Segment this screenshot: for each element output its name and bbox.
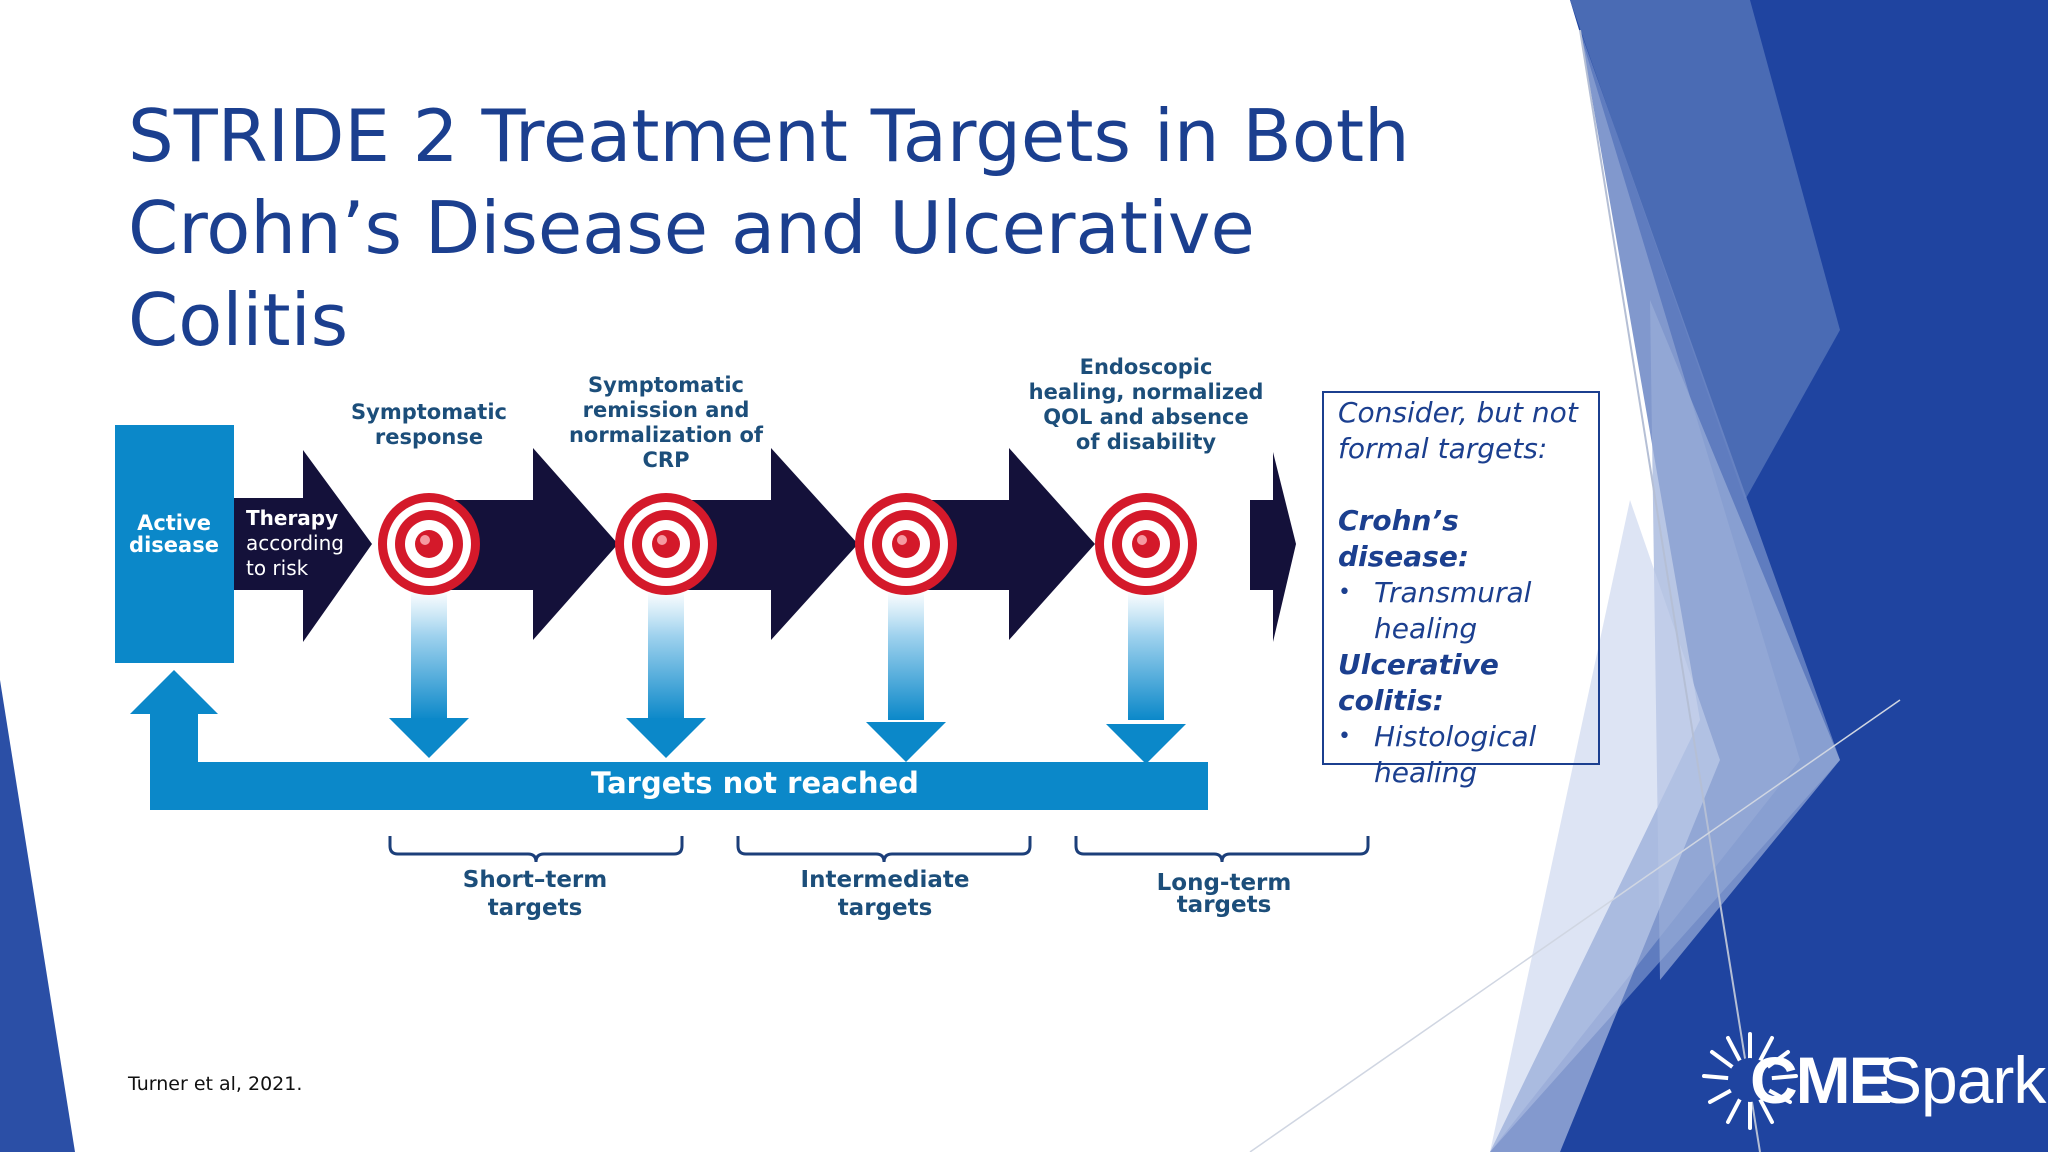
chevron-3 (672, 448, 858, 640)
target-label-symptomatic-remission: Symptomatic remission and normalization … (556, 373, 776, 473)
left-corner-accent (0, 680, 75, 1152)
chevron-2 (432, 448, 618, 640)
target-icon (378, 493, 480, 595)
therapy-line: Therapy (246, 506, 339, 530)
group-label-intermediate: Intermediate targets (755, 866, 1015, 922)
list-item-line: Histological (1374, 720, 1537, 753)
group-label-line: targets (1176, 892, 1272, 918)
target-label-line: Endoscopic (1079, 355, 1213, 379)
group-label-line: Long-term (1156, 870, 1292, 896)
feedback-riser (150, 712, 198, 810)
group-label-line: targets (487, 895, 583, 921)
group-label-line: Short–term (462, 867, 608, 893)
chevron-4 (912, 448, 1095, 640)
target-label-line: of disability (1075, 430, 1217, 454)
sunburst-icon (1702, 1032, 1798, 1130)
active-disease-line: Active (137, 511, 211, 535)
target-label-line: Symptomatic (351, 400, 507, 424)
target-label-symptomatic-response: Symptomatic response (334, 400, 524, 450)
brace-long-term (1074, 836, 1370, 863)
right-panel-faint (1490, 500, 1720, 1152)
active-disease-box (115, 425, 234, 663)
title-line-1: STRIDE 2 Treatment Targets in Both (128, 94, 1410, 178)
down-arrow (1106, 590, 1186, 764)
brace-intermediate (736, 836, 1032, 863)
target-label-line: Symptomatic (588, 373, 744, 397)
consider-intro: Consider, but not formal targets: (1338, 395, 1584, 467)
target-label-line: CRP (642, 448, 690, 472)
feedback-bar (150, 762, 1208, 810)
brace-short-term (388, 836, 684, 863)
target-label-line: response (374, 425, 484, 449)
therapy-line: to risk (246, 556, 309, 580)
decor-line (1579, 29, 1761, 1152)
down-arrow (626, 590, 706, 758)
group-label-line: targets (837, 895, 933, 921)
group-label-short-term: Short–term targets (405, 866, 665, 922)
section-heading-crohns: Crohn’s disease: (1338, 504, 1470, 573)
feedback-arrowhead-up (130, 670, 218, 714)
slide-title: STRIDE 2 Treatment Targets in Both Crohn… (128, 90, 1468, 366)
cmespark-logo: CME Spark (1700, 1030, 2046, 1130)
active-disease-label: Active disease (116, 512, 232, 556)
therapy-label: Therapy according to risk (246, 506, 344, 581)
consider-intro-line: Consider, but not (1338, 396, 1578, 429)
group-label-long-term: Long-term targets (1094, 870, 1354, 918)
target-label-line: normalization of (568, 423, 764, 447)
section-heading-uc: Ulcerative colitis: (1338, 648, 1499, 717)
therapy-chevron (234, 450, 372, 642)
title-line-2: Crohn’s Disease and Ulcerative Colitis (128, 186, 1255, 362)
logo-text-spark: Spark (1878, 1043, 2046, 1117)
target-icon (855, 493, 957, 595)
logo-text-cme: CME (1750, 1043, 1893, 1117)
list-item-line: healing (1374, 612, 1478, 645)
target-label-line: QOL and absence (1043, 405, 1249, 429)
citation: Turner et al, 2021. (128, 1073, 303, 1095)
right-panel-mid (1570, 0, 1840, 500)
target-label-endoscopic-healing: Endoscopic healing, normalized QOL and a… (1016, 355, 1276, 455)
target-label-line: healing, normalized (1028, 380, 1264, 404)
list-item-line: Transmural (1374, 576, 1532, 609)
chevron-5 (1250, 452, 1296, 642)
active-disease-line: disease (129, 533, 219, 557)
down-arrow (866, 590, 946, 762)
target-icon (1095, 493, 1197, 595)
targets-not-reached-label: Targets not reached (591, 766, 919, 800)
list-item-line: healing (1374, 756, 1478, 789)
consider-intro-line: formal targets: (1338, 432, 1548, 465)
decor-line (1249, 699, 1901, 1152)
target-label-line: remission and (582, 398, 750, 422)
consider-box: Consider, but not formal targets: Crohn’… (1322, 391, 1600, 789)
therapy-line: according (246, 531, 344, 555)
group-label-line: Intermediate (800, 867, 970, 893)
down-arrow (389, 590, 469, 758)
target-icon (615, 493, 717, 595)
